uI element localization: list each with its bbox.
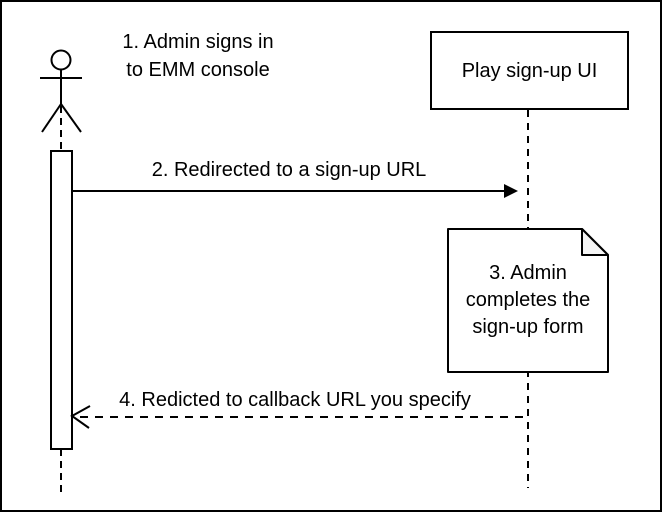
- admin-actor-icon: [40, 49, 82, 133]
- note-label: 3. Admin completes the sign-up form: [465, 262, 591, 338]
- message-4-arrow: [70, 405, 528, 429]
- note-shape: [447, 228, 609, 373]
- actor-head: [50, 49, 72, 71]
- play-ui-box: Play sign-up UI: [430, 31, 629, 110]
- message-2-arrowhead-icon: [504, 184, 518, 198]
- message-1-label: 1. Admin signs in to EMM console: [122, 31, 274, 81]
- note-body: [447, 228, 609, 373]
- actor-leg-right: [60, 103, 82, 133]
- message-2-arrow: [72, 184, 518, 198]
- message-4-open-arrowhead-icon: [70, 405, 91, 429]
- note-fold-icon: [581, 228, 609, 256]
- actor-leg-left: [41, 103, 62, 133]
- play-ui-label: Play sign-up UI: [461, 59, 598, 82]
- message-2-label: 2. Redirected to a sign-up URL: [151, 159, 427, 181]
- message-4-label: 4. Redicted to callback URL you specify: [119, 389, 471, 411]
- admin-activation-bar: [50, 150, 73, 450]
